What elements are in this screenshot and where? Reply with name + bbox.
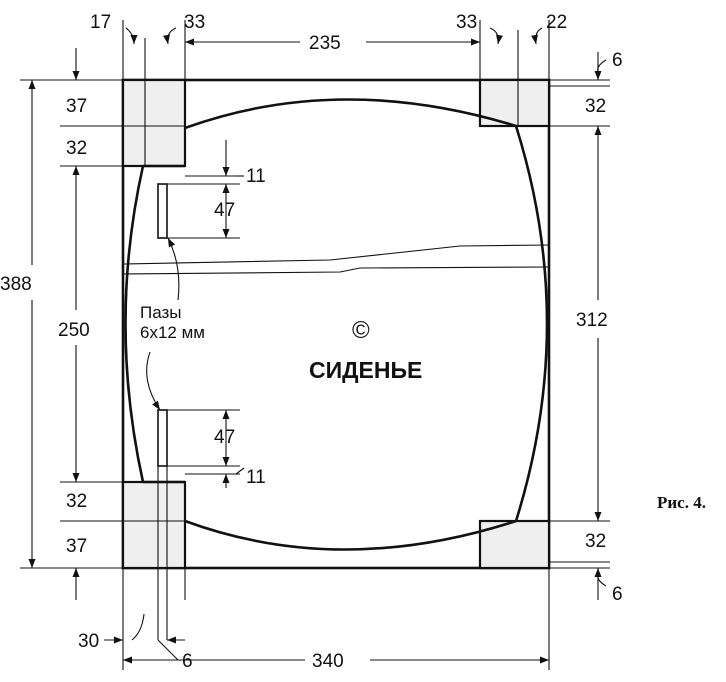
board-outline <box>121 78 551 570</box>
figure-caption: Рис. 4. <box>657 493 706 512</box>
slots-note-line1: Пазы <box>140 303 182 322</box>
corner-cutout-bottom-left <box>121 480 187 570</box>
dim-top-33-left: 33 <box>184 12 205 33</box>
seat-contour <box>124 98 549 551</box>
board-joint-line <box>122 244 550 275</box>
dim-top-33-right: 33 <box>456 12 477 33</box>
dim-bottom-30: 30 <box>78 631 99 652</box>
dim-left-37-bottom: 37 <box>66 536 87 557</box>
dim-bottom-340: 340 <box>312 651 344 672</box>
slots-note-line2: 6х12 мм <box>140 323 205 342</box>
dim-left-250: 250 <box>58 320 90 341</box>
dim-slot-47-bottom: 47 <box>214 427 235 448</box>
dim-slot-11-bottom: 11 <box>246 467 266 488</box>
dim-right-312: 312 <box>576 310 608 331</box>
dim-left-32-bottom: 32 <box>66 491 87 512</box>
dim-top-22: 22 <box>546 12 567 33</box>
leader-curves <box>125 27 607 661</box>
dim-left-32-top: 32 <box>66 138 87 159</box>
slot-lower <box>157 409 168 467</box>
dim-left-388: 388 <box>0 274 32 295</box>
dim-right-6-bottom: 6 <box>612 584 623 605</box>
part-name: СИДЕНЬЕ <box>309 357 422 383</box>
dim-slot-11-top: 11 <box>246 166 266 187</box>
slot-upper <box>157 183 168 239</box>
dim-left-37-top: 37 <box>66 96 87 117</box>
dim-top-235: 235 <box>309 33 341 54</box>
dimension-lines <box>28 38 602 664</box>
dim-slot-47-top: 47 <box>214 200 235 221</box>
dim-top-17: 17 <box>90 12 111 33</box>
part-mark: © <box>352 317 370 344</box>
dim-bottom-6: 6 <box>182 651 193 672</box>
corner-cutout-top-left <box>121 78 187 168</box>
dim-right-32-top: 32 <box>585 96 606 117</box>
dim-right-32-bottom: 32 <box>585 531 606 552</box>
dim-right-6-top: 6 <box>612 50 623 71</box>
